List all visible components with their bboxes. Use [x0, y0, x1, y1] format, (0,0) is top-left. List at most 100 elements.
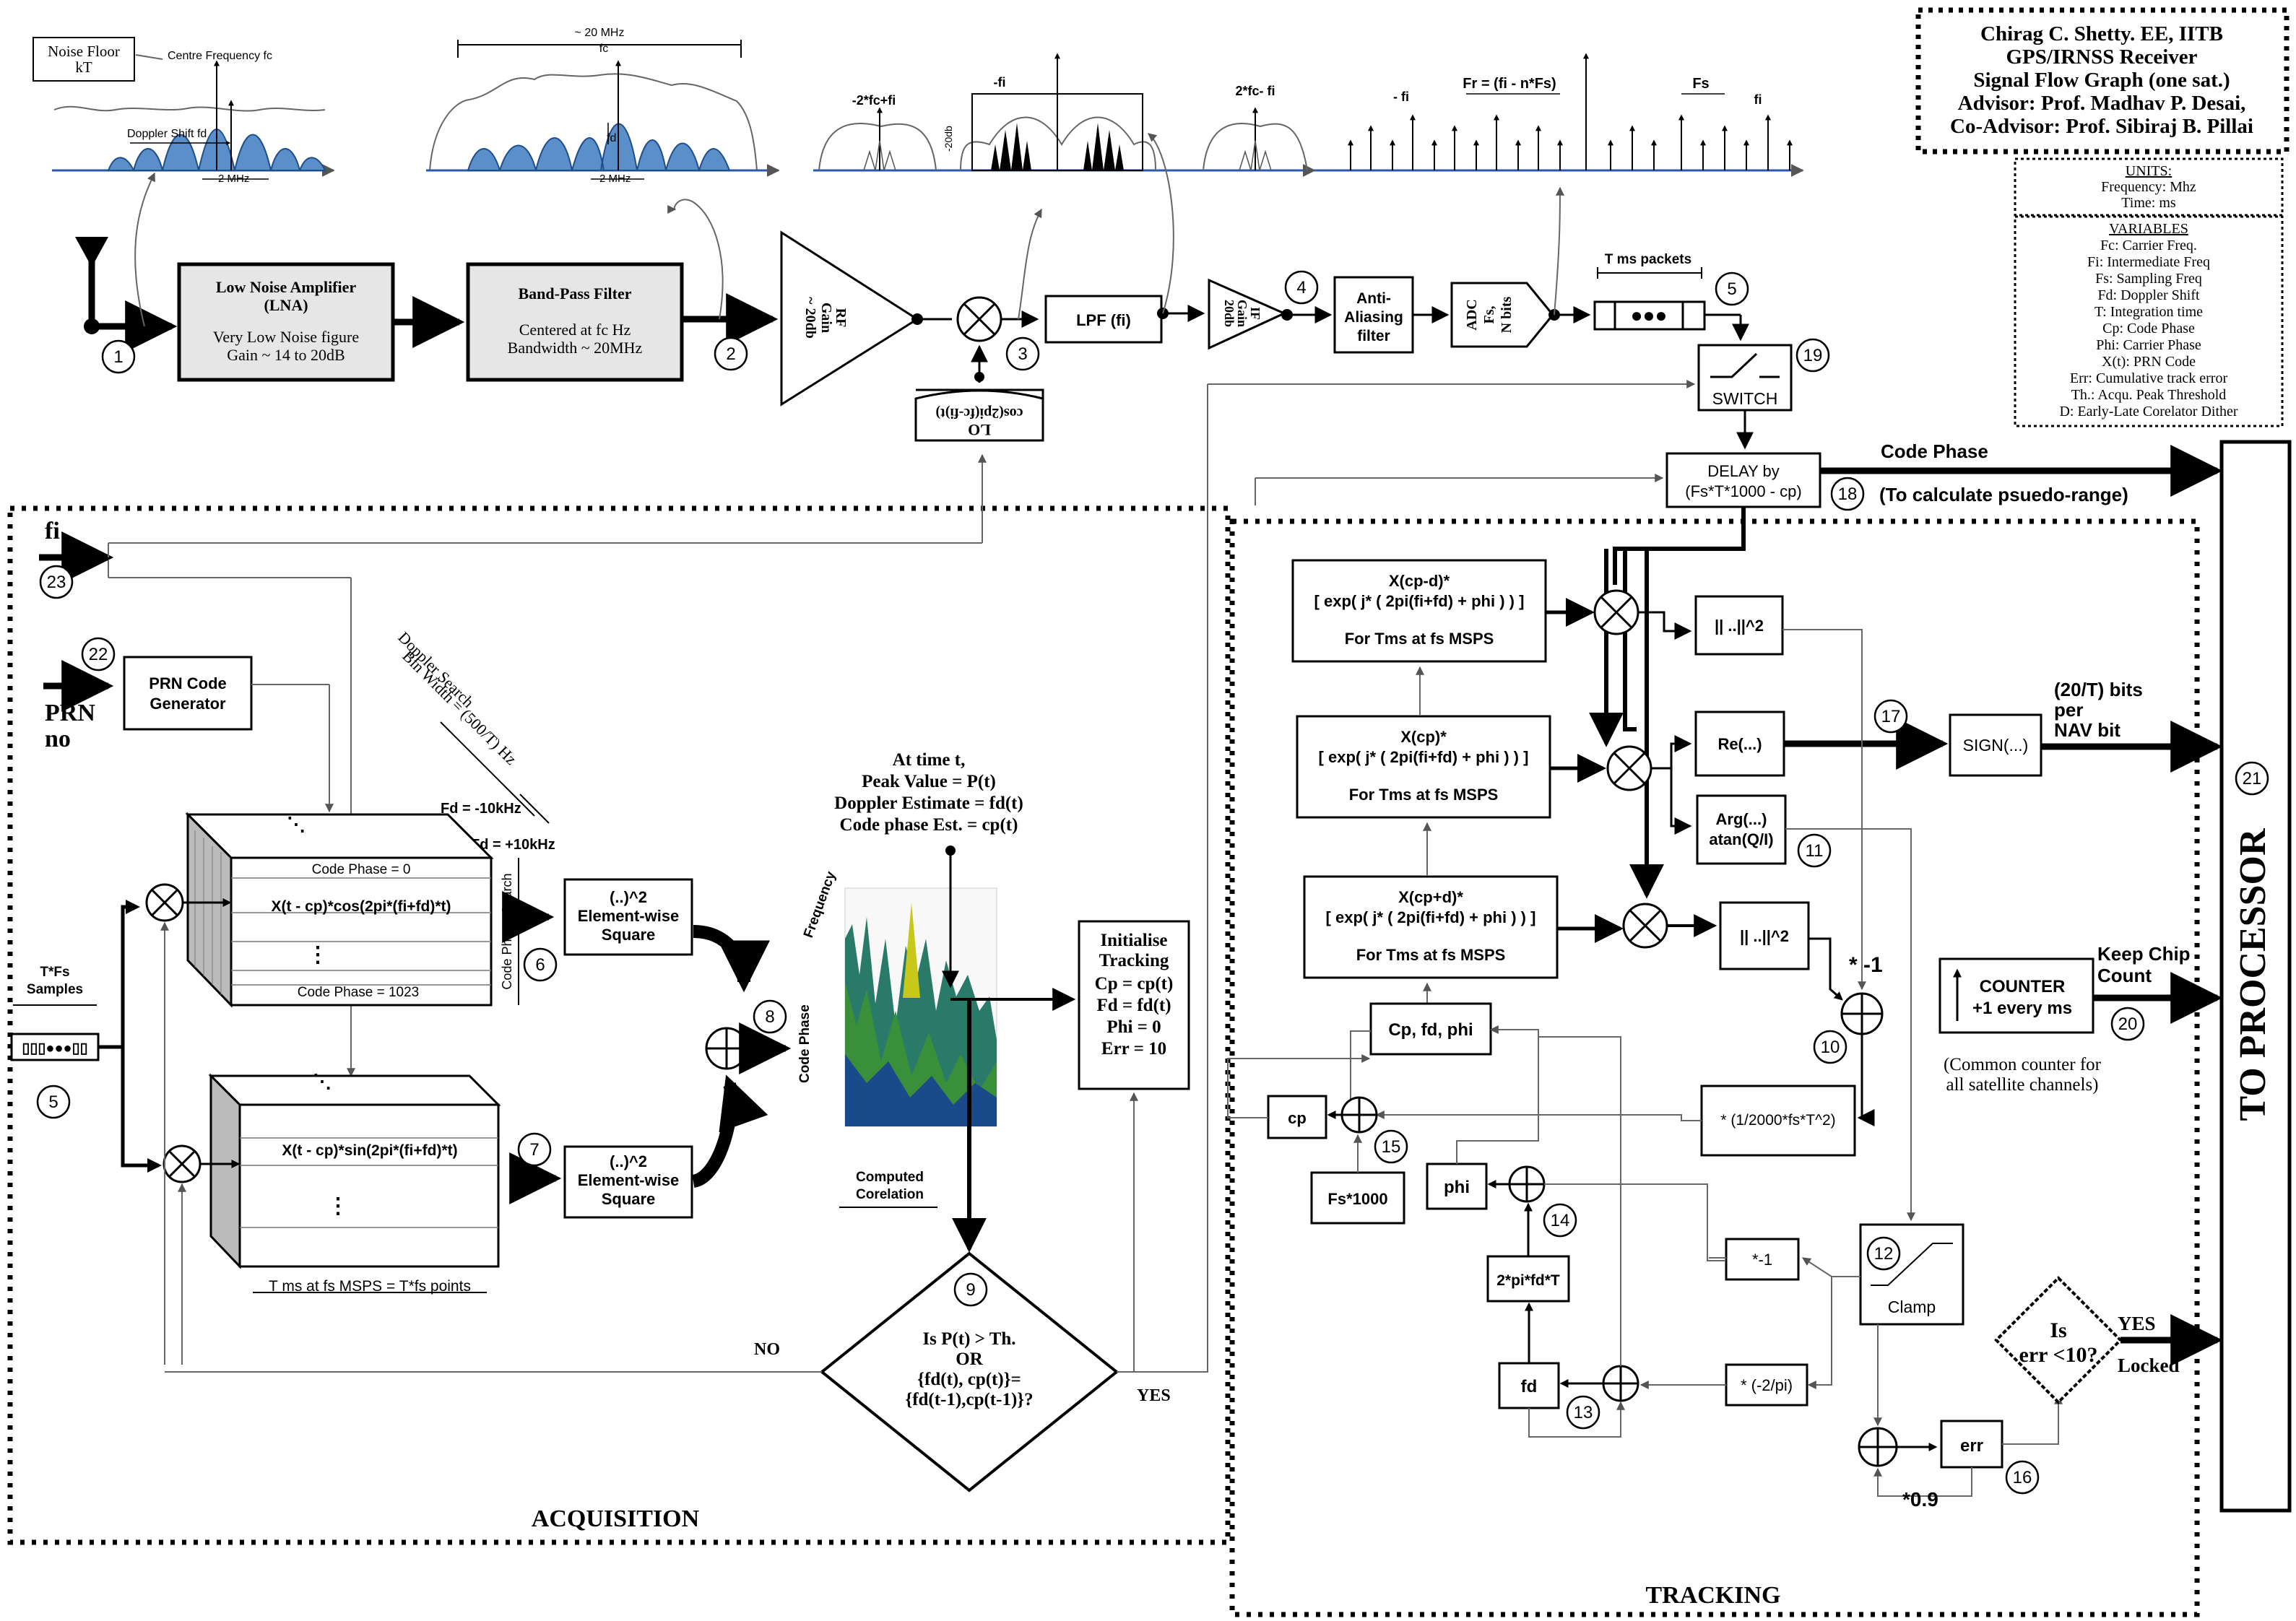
svg-text:11: 11 [1806, 841, 1824, 861]
svg-text:phi: phi [1444, 1178, 1470, 1197]
svg-text:Code Phase = 0: Code Phase = 0 [312, 862, 411, 877]
correlation-plot: Frequency Code Phase Computed Corelation [797, 869, 997, 1208]
neg2pi-box [1725, 1363, 1808, 1407]
svg-text:Initialise: Initialise [1100, 931, 1167, 950]
square-box-1 [563, 878, 693, 956]
svg-text:Clamp: Clamp [1888, 1298, 1936, 1316]
svg-text:atan(Q/I): atan(Q/I) [1709, 830, 1773, 848]
svg-text:(20/T) bits: (20/T) bits [2054, 679, 2143, 700]
svg-text:X(t - cp)*sin(2pi*(fi+fd)*t): X(t - cp)*sin(2pi*(fi+fd)*t) [282, 1142, 457, 1159]
spectrum-antenna: Noise Floor kT Centre Frequency fc Doppl… [33, 37, 335, 185]
cp-fd-phi-box [1369, 1002, 1492, 1056]
svg-text:20: 20 [2118, 1014, 2138, 1034]
svg-text:fc: fc [599, 43, 608, 55]
svg-text:4: 4 [1296, 278, 1306, 297]
svg-text:2 MHz: 2 MHz [599, 173, 631, 185]
svg-text:fi: fi [45, 518, 60, 544]
svg-text:⋱: ⋱ [313, 1070, 332, 1092]
svg-text:23: 23 [47, 573, 66, 592]
svg-text:Low Noise Amplifier: Low Noise Amplifier [216, 278, 357, 296]
svg-text:{fd(t), cp(t)}=: {fd(t), cp(t)}= [917, 1370, 1021, 1389]
svg-text:Chirag C. Shetty. EE, IITB: Chirag C. Shetty. EE, IITB [1980, 22, 2223, 45]
svg-text:Computed: Computed [856, 1170, 924, 1185]
sample-buffer [10, 1033, 100, 1061]
svg-text:3: 3 [1018, 344, 1027, 364]
svg-text:X(cp)*: X(cp)* [1400, 728, 1447, 746]
svg-text:fd: fd [607, 132, 616, 144]
if-gain-amplifier [1208, 278, 1287, 350]
sign-box [1949, 713, 2042, 777]
svg-text:Bandwidth ~ 20MHz: Bandwidth ~ 20MHz [508, 339, 643, 357]
svg-text:2: 2 [726, 344, 735, 364]
svg-text:RF: RF [833, 308, 849, 328]
svg-text:* -1: * -1 [1849, 953, 1883, 977]
svg-text:Cp: Code Phase: Cp: Code Phase [2102, 321, 2195, 336]
svg-text:LPF (fi): LPF (fi) [1076, 311, 1131, 329]
svg-text:IF: IF [1248, 307, 1262, 320]
svg-text:Fd: Doppler Shift: Fd: Doppler Shift [2097, 287, 2200, 303]
svg-text:For Tms at fs MSPS: For Tms at fs MSPS [1349, 786, 1499, 804]
svg-text:Very Low Noise figure: Very Low Noise figure [213, 328, 359, 346]
svg-text:+1 every ms: +1 every ms [1972, 999, 2072, 1018]
svg-text:-fi: -fi [994, 75, 1006, 90]
svg-text:Th.: Acqu. Peak Threshold: Th.: Acqu. Peak Threshold [2071, 387, 2227, 403]
packet-buffer [1593, 300, 1706, 331]
svg-text:Anti-: Anti- [1356, 290, 1391, 307]
arg-box [1696, 794, 1787, 865]
svg-text:Fr = (fi - n*Fs): Fr = (fi - n*Fs) [1463, 76, 1556, 92]
lna-box [177, 262, 395, 382]
svg-text:Cp, fd, phi: Cp, fd, phi [1388, 1020, 1473, 1040]
svg-text:Code Phase Search: Code Phase Search [500, 873, 514, 989]
svg-text:D: Early-Late Corelator Dither: D: Early-Late Corelator Dither [2059, 404, 2237, 420]
svg-text:DELAY by: DELAY by [1707, 462, 1779, 480]
late-correlator [1303, 875, 1559, 979]
svg-text:⋱: ⋱ [287, 813, 306, 835]
acquisition-decision [819, 1251, 1119, 1492]
svg-text:YES: YES [2118, 1313, 2156, 1334]
svg-text:Code Phase = 1023: Code Phase = 1023 [298, 985, 420, 1000]
svg-text:*-1: *-1 [1752, 1251, 1772, 1269]
svg-text:(Fs*T*1000 - cp): (Fs*T*1000 - cp) [1685, 482, 1801, 500]
svg-text:T: Integration time: T: Integration time [2094, 304, 2203, 320]
svg-text:Frequency: Mhz: Frequency: Mhz [2101, 179, 2196, 195]
svg-text:For Tms at fs MSPS: For Tms at fs MSPS [1356, 946, 1506, 964]
correlation-cube-cos [230, 856, 493, 1007]
svg-text:Aliasing: Aliasing [1344, 309, 1403, 326]
svg-text:Doppler Shift fd: Doppler Shift fd [127, 128, 207, 140]
svg-text:●●●: ●●● [1631, 304, 1668, 326]
svg-text:14: 14 [1551, 1211, 1570, 1230]
svg-text:Bin Width = (500/T) Hz: Bin Width = (500/T) Hz [399, 647, 520, 768]
svg-text:▯▯▯●●●▯▯: ▯▯▯●●●▯▯ [22, 1040, 87, 1056]
counter-box [1938, 957, 2094, 1034]
svg-text:Samples: Samples [27, 982, 83, 997]
svg-text:[ exp( j* ( 2pi(fi+fd) + phi ): [ exp( j* ( 2pi(fi+fd) + phi ) ) ] [1326, 908, 1536, 926]
svg-text:15: 15 [1382, 1137, 1401, 1157]
svg-text:Co-Advisor: Prof. Sibiraj B. P: Co-Advisor: Prof. Sibiraj B. Pillai [1950, 115, 2253, 138]
svg-text:Centre Frequency fc: Centre Frequency fc [168, 50, 272, 62]
svg-text:For Tms at fs MSPS: For Tms at fs MSPS [1345, 630, 1494, 648]
svg-text:all satellite channels): all satellite channels) [1946, 1075, 2098, 1095]
svg-text:(Common counter for: (Common counter for [1944, 1055, 2102, 1074]
svg-text:(..)^2: (..)^2 [610, 888, 647, 906]
svg-text:7: 7 [529, 1140, 539, 1160]
svg-text:Advisor: Prof. Madhav P. Desai: Advisor: Prof. Madhav P. Desai, [1958, 92, 2246, 115]
svg-text:cp: cp [1288, 1109, 1307, 1127]
svg-text:err: err [1960, 1436, 1983, 1456]
svg-text:21: 21 [2243, 769, 2262, 788]
svg-text:-2*fc+fi: -2*fc+fi [852, 93, 896, 108]
svg-text:Doppler Estimate = fd(t): Doppler Estimate = fd(t) [834, 794, 1023, 813]
init-tracking-box [1078, 920, 1190, 1090]
rf-gain-amplifier [780, 230, 919, 407]
svg-text:PRN Code: PRN Code [149, 674, 227, 692]
svg-text:Code phase Est. = cp(t): Code phase Est. = cp(t) [840, 815, 1018, 835]
svg-text:X(t): PRN Code: X(t): PRN Code [2102, 354, 2196, 370]
svg-text:* (1/2000*fs*T^2): * (1/2000*fs*T^2) [1720, 1112, 1835, 1129]
err-box [1940, 1420, 2003, 1469]
svg-text:Doppler Search: Doppler Search [394, 628, 477, 711]
variables-block: VARIABLES Fc: Carrier Freq. Fi: Intermed… [2014, 215, 2284, 427]
svg-text:5: 5 [48, 1092, 58, 1112]
title-block: Chirag C. Shetty. EE, IITB GPS/IRNSS Rec… [1915, 7, 2289, 155]
svg-text:Fs*1000: Fs*1000 [1327, 1190, 1387, 1208]
svg-text:10: 10 [1821, 1038, 1840, 1057]
svg-text:Err = 10: Err = 10 [1101, 1039, 1166, 1059]
